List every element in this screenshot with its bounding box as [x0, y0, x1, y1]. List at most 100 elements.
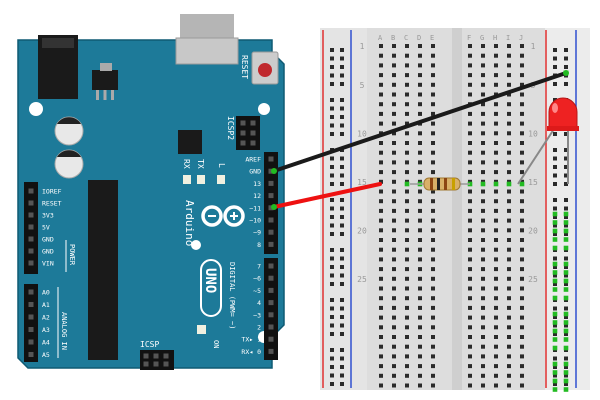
regulator-tab — [100, 63, 112, 71]
resistor[interactable] — [410, 177, 470, 191]
breadboard-hole — [418, 92, 422, 97]
breadboard-hole — [494, 247, 498, 252]
header-pin — [268, 348, 274, 354]
resistor-band — [444, 178, 447, 190]
connected-hole — [563, 320, 569, 325]
reset-button-cap[interactable] — [258, 63, 272, 77]
usb-connector-base — [175, 37, 239, 65]
breadboard-hole — [379, 208, 383, 213]
breadboard-hole — [468, 150, 472, 155]
breadboard-hole — [494, 344, 498, 349]
breadboard-hole — [379, 179, 383, 184]
pin-label: GND — [42, 236, 54, 244]
header-pin — [28, 260, 34, 266]
breadboard-hole — [507, 218, 511, 223]
icsp-pin — [163, 361, 169, 367]
rail-hole — [553, 332, 557, 336]
rail-hole — [330, 165, 334, 169]
breadboard-hole — [481, 315, 485, 320]
breadboard-hole — [405, 344, 409, 349]
breadboard-hole — [481, 82, 485, 87]
rail-hole — [330, 106, 334, 111]
rail-hole — [340, 265, 344, 269]
connected-hole — [480, 181, 486, 187]
rail-hole — [553, 173, 557, 178]
column-letter: F — [467, 34, 471, 42]
breadboard-hole — [494, 373, 498, 378]
breadboard-hole — [379, 305, 383, 310]
breadboard-hole — [494, 150, 498, 155]
breadboard-hole — [494, 111, 498, 116]
rail-hole — [564, 48, 568, 52]
row-number-right: 1 — [531, 42, 536, 51]
breadboard-hole — [494, 170, 498, 175]
breadboard-hole — [507, 383, 511, 388]
breadboard-hole — [507, 150, 511, 155]
rail-hole — [330, 56, 334, 61]
breadboard-hole — [392, 73, 396, 78]
regulator-pin — [111, 90, 114, 100]
digital-upper-pins — [268, 156, 274, 247]
rail-hole — [553, 65, 557, 69]
breadboard-hole — [418, 53, 422, 58]
breadboard-hole — [481, 305, 485, 310]
breadboard-hole — [507, 63, 511, 68]
breadboard-hole — [520, 296, 524, 301]
tx-led — [197, 175, 205, 184]
connected-hole — [563, 370, 569, 375]
rail-hole — [553, 232, 557, 236]
rail-hole — [340, 248, 344, 252]
breadboard-hole — [405, 218, 409, 223]
row-number-left: 20 — [357, 226, 367, 235]
connected-hole — [563, 361, 569, 367]
breadboard-hole — [468, 305, 472, 310]
column-letter: C — [404, 34, 408, 42]
breadboard-hole — [379, 335, 383, 339]
breadboard-hole — [379, 150, 383, 155]
signal-wire[interactable] — [272, 182, 382, 209]
breadboard-hole — [507, 238, 511, 242]
rail-hole — [564, 356, 568, 361]
ground-wire[interactable] — [272, 71, 568, 173]
breadboard-hole — [494, 44, 498, 48]
pin-label: 7 — [257, 263, 261, 271]
icsp2-pin — [240, 140, 246, 146]
breadboard-hole — [494, 325, 498, 330]
rail-hole — [340, 82, 344, 86]
header-pin — [28, 188, 34, 194]
breadboard-hole — [468, 121, 472, 126]
header-pin — [28, 248, 34, 254]
breadboard-hole — [405, 111, 409, 116]
breadboard-hole — [481, 208, 485, 213]
ground-wire-pin-end — [271, 168, 277, 174]
breadboard-hole — [507, 305, 511, 310]
rail-hole — [564, 223, 568, 228]
connected-hole — [563, 311, 569, 317]
breadboard-hole — [481, 199, 485, 204]
breadboard-hole — [405, 315, 409, 320]
breadboard-hole — [431, 141, 435, 145]
led[interactable] — [517, 97, 579, 185]
breadboard-hole — [379, 267, 383, 272]
rail-hole — [340, 132, 344, 136]
breadboard-hole — [481, 257, 485, 262]
breadboard-hole — [468, 82, 472, 87]
connected-hole — [563, 345, 569, 351]
breadboard-hole — [418, 189, 422, 194]
breadboard-hole — [392, 218, 396, 223]
pin-label: A1 — [42, 301, 50, 309]
rail-hole — [330, 248, 334, 252]
rail-hole — [340, 215, 344, 219]
breadboard-hole — [507, 276, 511, 281]
breadboard-hole — [520, 286, 524, 291]
breadboard-hole — [379, 354, 383, 359]
rail-hole — [553, 132, 557, 136]
breadboard-hole — [507, 111, 511, 116]
breadboard-hole — [520, 141, 524, 145]
breadboard-hole — [481, 92, 485, 97]
breadboard-hole — [418, 257, 422, 262]
breadboard-hole — [405, 121, 409, 126]
row-number-right: 25 — [528, 275, 538, 284]
pin-label: RESET — [42, 200, 62, 208]
